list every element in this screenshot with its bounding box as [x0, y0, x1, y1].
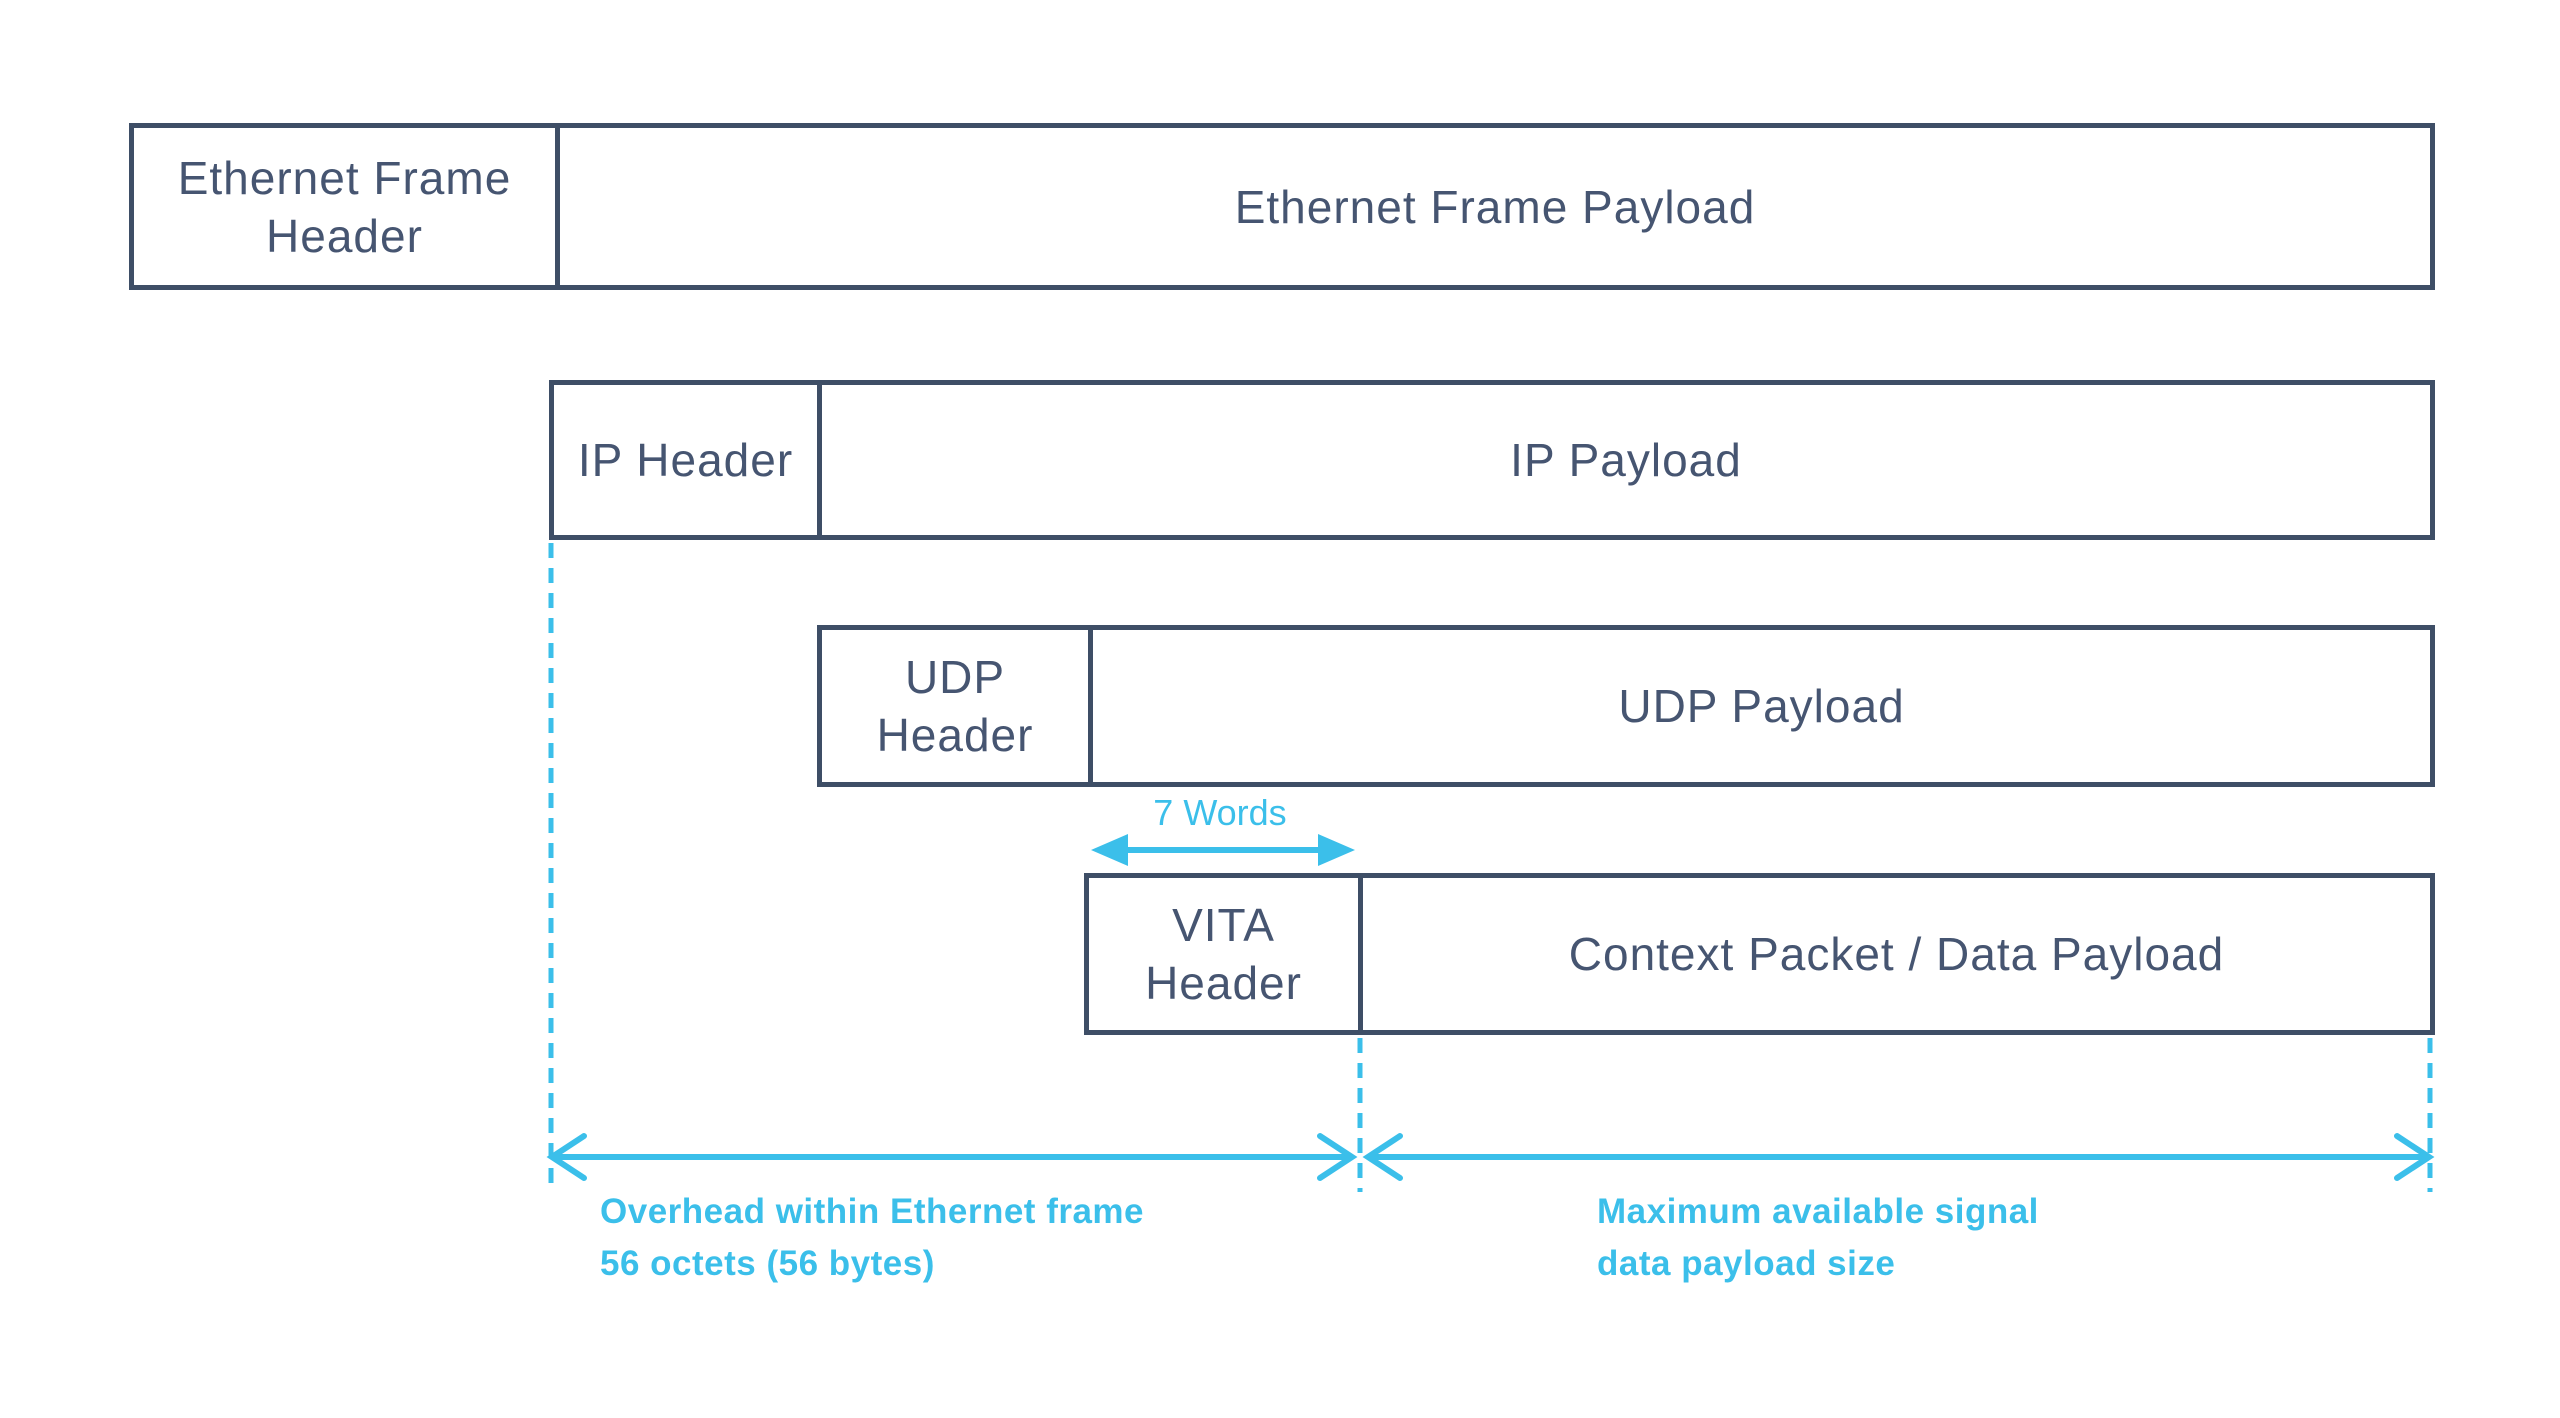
overhead-note: Overhead within Ethernet frame 56 octets…	[600, 1192, 1145, 1283]
context-packet-data-payload-label: Context Packet / Data Payload	[1568, 928, 2225, 980]
udp-payload-box: UDP Payload	[1093, 630, 2430, 782]
vita-header-box: VITA Header	[1089, 878, 1363, 1030]
seven-words-arrow-right-head	[1318, 834, 1355, 866]
udp-header-label: UDP Header	[876, 651, 1034, 761]
ip-payload-box: IP Payload	[822, 385, 2430, 535]
seven-words-label: 7 Words	[1153, 792, 1287, 833]
overhead-arrow-left-head	[546, 1133, 587, 1181]
ethernet-frame-payload-box: Ethernet Frame Payload	[560, 128, 2430, 285]
ethernet-frame-header-box: Ethernet Frame Header	[134, 128, 560, 285]
max-payload-note: Maximum available signal data payload si…	[1597, 1192, 2039, 1283]
ethernet-frame-header-label: Ethernet Frame Header	[177, 151, 512, 262]
ip-header-label: IP Header	[577, 434, 794, 486]
context-packet-data-payload-box: Context Packet / Data Payload	[1363, 878, 2430, 1030]
ethernet-frame-row: Ethernet Frame Header Ethernet Frame Pay…	[129, 123, 2435, 290]
vita-header-label: VITA Header	[1145, 899, 1302, 1009]
udp-row: UDP Header UDP Payload	[817, 625, 2435, 787]
max-payload-arrow-left-head	[1362, 1133, 1403, 1181]
max-payload-arrow-right-head	[2394, 1133, 2435, 1181]
vita-row: VITA Header Context Packet / Data Payloa…	[1084, 873, 2435, 1035]
seven-words-arrow-left-head	[1091, 834, 1128, 866]
ethernet-frame-payload-label: Ethernet Frame Payload	[1234, 180, 1756, 233]
ip-header-box: IP Header	[554, 385, 822, 535]
ip-payload-label: IP Payload	[1510, 434, 1742, 486]
udp-header-box: UDP Header	[822, 630, 1093, 782]
udp-payload-label: UDP Payload	[1618, 680, 1905, 732]
overhead-arrow-right-head	[1317, 1133, 1358, 1181]
ip-row: IP Header IP Payload	[549, 380, 2435, 540]
